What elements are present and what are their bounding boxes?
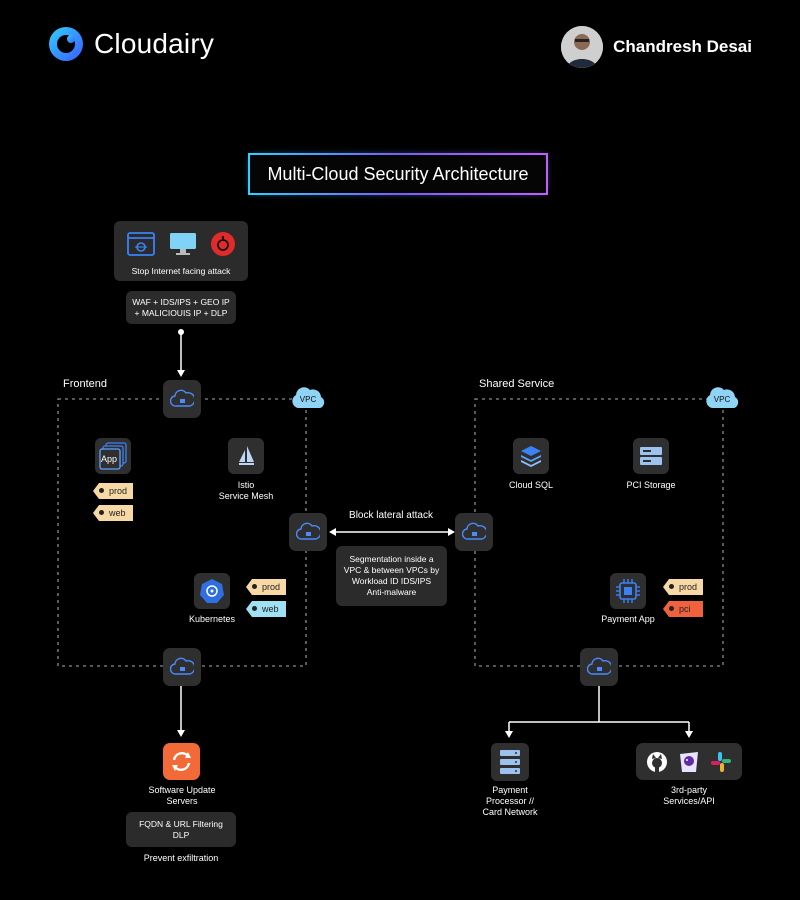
egress-arrow: [177, 730, 185, 737]
app-icon: [99, 442, 127, 470]
datadog-icon: [680, 752, 698, 772]
shared-vpc-badge: VPC: [704, 386, 740, 410]
kubernetes-label: Kubernetes: [188, 614, 236, 624]
attack-caption: Stop Internet facing attack: [131, 266, 231, 276]
payment-processor-label: Payment Processor // Card Network: [482, 785, 538, 817]
shared-egress-gateway: [580, 648, 618, 686]
filtering-card: FQDN & URL Filtering DLP: [126, 812, 236, 847]
avatar: [561, 26, 604, 68]
lateral-label: Block lateral attack: [349, 510, 433, 521]
payment-tag-prod: prod: [663, 579, 703, 595]
chip-icon: [616, 579, 640, 603]
app-tag-prod: prod: [93, 483, 133, 499]
cloud-lock-icon: [587, 657, 611, 675]
vpc-cloud-icon: [706, 387, 739, 408]
author-name: Chandresh Desai: [613, 37, 752, 56]
frontend-label: Frontend: [63, 378, 108, 390]
attack-controls-card: WAF + IDS/IPS + GEO IP + MALICIOUIS IP +…: [126, 291, 236, 324]
attack-bug-icon: [211, 232, 235, 256]
frontend-vpc-boundary: [57, 398, 307, 667]
third-party-label: 3rd-party Services/API: [663, 785, 715, 806]
cloud-lock-icon: [296, 522, 320, 540]
app-node: App: [95, 438, 131, 474]
pci-storage-label: PCI Storage: [626, 480, 676, 490]
frontend-vpc-badge: VPC: [290, 386, 326, 410]
payment-app-label: Payment App: [601, 614, 655, 624]
slack-icon: [711, 752, 731, 772]
cloud-sql-label: Cloud SQL: [508, 480, 554, 490]
cloud-lock-icon: [170, 657, 194, 675]
attack-controls: WAF + IDS/IPS + GEO IP + MALICIOUIS IP +…: [132, 296, 230, 318]
frontend-lateral-gateway: [289, 513, 327, 551]
filtering-text: FQDN & URL Filtering DLP: [139, 818, 223, 840]
segmentation-card: Segmentation inside a VPC & between VPCs…: [336, 546, 447, 606]
istio-node: [228, 438, 264, 474]
malware-browser-icon: [127, 232, 155, 256]
attack-card: Stop Internet facing attack: [114, 221, 248, 281]
author: Chandresh Desai: [561, 26, 752, 68]
app-tag-web: web: [93, 505, 133, 521]
database-layers-icon: [521, 446, 541, 467]
storage-icon: [640, 447, 662, 465]
software-update-label: Software Update Servers: [148, 785, 216, 806]
app-label: App: [101, 454, 118, 464]
brand: Cloudairy: [48, 26, 214, 62]
diagram-title: Multi-Cloud Security Architecture: [267, 163, 529, 184]
k8s-tag-web: web: [246, 601, 286, 617]
github-icon: [647, 752, 667, 772]
shared-vpc-boundary: [474, 398, 724, 667]
istio-label: Istio Service Mesh: [218, 480, 274, 501]
kubernetes-icon: [200, 579, 224, 603]
segmentation-text: Segmentation inside a VPC & between VPCs…: [343, 554, 440, 597]
payment-app-node: [610, 573, 646, 609]
shared-lateral-gateway: [455, 513, 493, 551]
pci-storage-node: [633, 438, 669, 474]
cloud-sql-node: [513, 438, 549, 474]
cloudairy-logo-icon: [49, 27, 83, 61]
k8s-tag-prod: prod: [246, 579, 286, 595]
third-party-node: [636, 743, 742, 780]
diagram-title-box: Multi-Cloud Security Architecture: [248, 153, 548, 195]
frontend-ingress-gateway: [163, 380, 201, 418]
payment-processor-node: [491, 743, 529, 781]
vpc-cloud-icon: [292, 387, 325, 408]
ingress-arrow: [177, 370, 185, 377]
shared-label: Shared Service: [479, 378, 555, 390]
monitor-icon: [170, 233, 196, 255]
brand-name: Cloudairy: [94, 28, 215, 59]
cloud-lock-icon: [462, 522, 486, 540]
server-stack-icon: [500, 750, 520, 774]
refresh-icon: [172, 752, 191, 771]
istio-sail-icon: [239, 446, 254, 465]
exfiltration-label: Prevent exfiltration: [143, 853, 219, 863]
kubernetes-node: [194, 573, 230, 609]
frontend-egress-gateway: [163, 648, 201, 686]
software-update-node: [163, 743, 200, 780]
cloud-lock-icon: [170, 389, 194, 407]
payment-tag-pci: pci: [663, 601, 703, 617]
